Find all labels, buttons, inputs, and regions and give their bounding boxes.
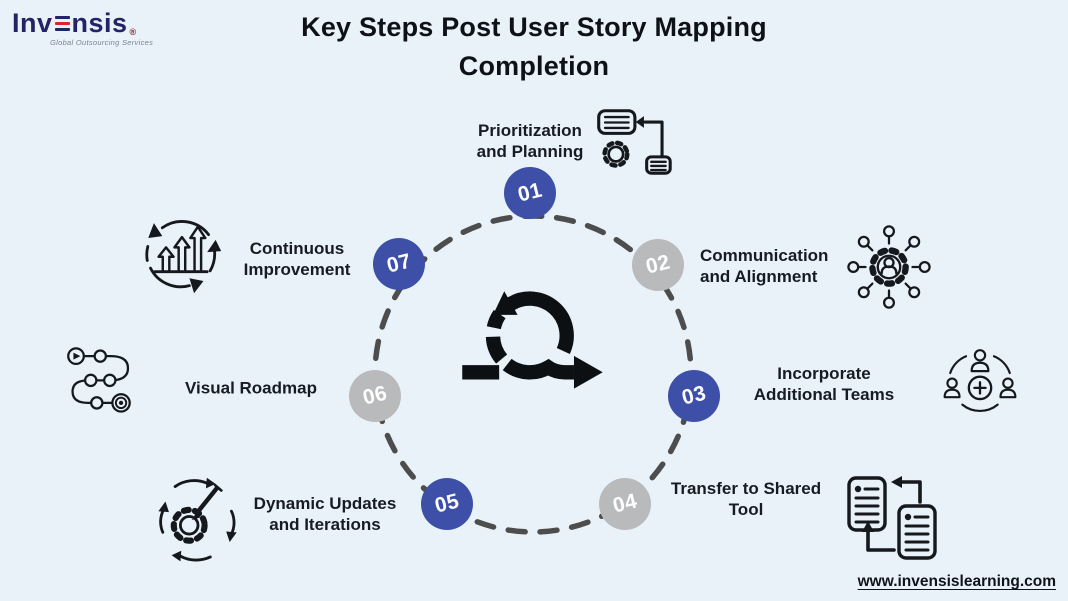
add-team-members-icon — [943, 349, 1017, 412]
registered-trademark-icon: ® — [129, 27, 137, 37]
logo-text-left: Inv — [12, 8, 53, 38]
invensis-logo: Inv nsis ® Global Outsourcing Services — [12, 10, 153, 47]
step-number-04: 04 — [610, 489, 640, 518]
step-number-02: 02 — [643, 250, 673, 279]
step-number-06: 06 — [360, 381, 390, 410]
step-badge-03: 03 — [668, 370, 720, 422]
step-badge-07: 07 — [373, 238, 425, 290]
logo-tagline: Global Outsourcing Services — [50, 38, 154, 47]
step-number-03: 03 — [679, 381, 709, 410]
step-badge-05: 05 — [421, 478, 473, 530]
website-link[interactable]: www.invensislearning.com — [857, 573, 1056, 590]
gear-pencil-iterate-icon — [158, 477, 237, 562]
step-badge-04: 04 — [599, 478, 651, 530]
step-label-01: Prioritization and Planning — [476, 121, 584, 161]
step-number-01: 01 — [515, 178, 545, 207]
network-gear-person-icon — [847, 225, 931, 309]
three-bars-e-icon — [54, 16, 70, 31]
agile-sprint-loop-icon — [462, 291, 603, 389]
invensis-wordmark: Inv nsis ® — [12, 10, 153, 37]
page-title: Key Steps Post User Story Mapping Comple… — [0, 8, 1068, 86]
growth-cycle-arrows-icon — [145, 220, 222, 294]
step-label-06: Visual Roadmap — [185, 378, 317, 398]
logo-text-right: nsis — [71, 8, 128, 38]
step-label-07: Continuous Improvement — [243, 239, 351, 279]
step-label-04: Transfer to Shared Tool — [670, 479, 822, 519]
step-label-05: Dynamic Updates and Iterations — [253, 494, 397, 534]
roadmap-path-icon — [67, 347, 131, 413]
page-title-line1: Key Steps Post User Story Mapping — [301, 12, 767, 42]
step-badge-02: 02 — [632, 239, 684, 291]
step-label-03: Incorporate Additional Teams — [753, 364, 895, 404]
step-label-02: Communication and Alignment — [700, 246, 829, 286]
step-number-05: 05 — [432, 489, 462, 518]
document-transfer-icon — [847, 476, 937, 560]
page-title-line2: Completion — [458, 51, 610, 81]
step-badge-06: 06 — [349, 370, 401, 422]
step-badge-01: 01 — [504, 167, 556, 219]
step-number-07: 07 — [384, 249, 414, 278]
documents-gear-flow-icon — [597, 109, 672, 175]
